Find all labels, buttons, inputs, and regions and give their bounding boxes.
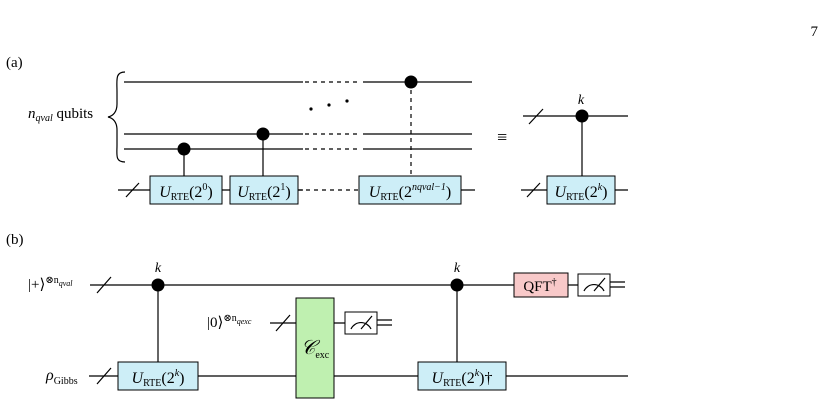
panel-b-label: (b) bbox=[6, 232, 24, 248]
page-number: 7 bbox=[811, 24, 819, 40]
input-plus-label: |+⟩⊗nqval bbox=[28, 275, 73, 293]
input-zero-label: |0⟩⊗nqexc bbox=[207, 313, 252, 331]
ellipsis-dot bbox=[327, 103, 331, 107]
system-slash bbox=[96, 367, 112, 385]
panel-b: (b) |+⟩⊗nqval |0⟩⊗nqexc ρGibbs k URTE(2k… bbox=[6, 232, 628, 399]
control-dot-1 bbox=[256, 127, 270, 141]
ellipsis-dot bbox=[309, 107, 313, 111]
control-label-1: k bbox=[155, 261, 162, 276]
measure-exc bbox=[344, 311, 392, 335]
gate-qft-dagger: QFT† bbox=[513, 272, 569, 298]
ellipsis-dot bbox=[345, 99, 349, 103]
equiv-symbol: ≡ bbox=[497, 127, 507, 147]
svg-text:QFT†: QFT† bbox=[523, 277, 556, 295]
control-dot-b1 bbox=[151, 278, 165, 292]
compact-control-label: k bbox=[578, 93, 585, 108]
svg-text:URTE(2nqval−1): URTE(2nqval−1) bbox=[369, 182, 451, 203]
ancilla-slash bbox=[96, 276, 112, 294]
panel-a: (a) nqval qubits URTE(20) bbox=[6, 55, 628, 205]
gate-urte-2-1: URTE(21) bbox=[229, 175, 299, 205]
compact-control-dot bbox=[575, 109, 589, 123]
control-dot-b2 bbox=[450, 278, 464, 292]
register-brace bbox=[107, 71, 126, 163]
gate-urte-2-0: URTE(20) bbox=[149, 175, 223, 205]
gate-urte-2-k-dagger: URTE(2k)† bbox=[417, 361, 507, 391]
gate-c-exc: 𝒞exc bbox=[295, 297, 335, 399]
svg-text:URTE(2k): URTE(2k) bbox=[555, 182, 608, 203]
control-dot-0 bbox=[177, 142, 191, 156]
measure-ancilla bbox=[577, 273, 625, 297]
svg-text:URTE(21): URTE(21) bbox=[237, 182, 291, 203]
control-label-2: k bbox=[454, 261, 461, 276]
gate-urte-2-k: URTE(2k) bbox=[117, 361, 199, 391]
panel-a-label: (a) bbox=[6, 55, 23, 71]
control-dot-n bbox=[404, 75, 418, 89]
compact-target-slash bbox=[526, 182, 541, 198]
register-label: nqval qubits bbox=[28, 106, 93, 124]
input-rho-label: ρGibbs bbox=[45, 367, 78, 387]
svg-text:URTE(2k): URTE(2k) bbox=[132, 368, 185, 389]
register-slash bbox=[125, 182, 140, 198]
compact-gate-urte-2-k: URTE(2k) bbox=[546, 175, 616, 205]
exc-slash bbox=[275, 314, 291, 332]
svg-text:URTE(2k)†: URTE(2k)† bbox=[432, 368, 493, 389]
compact-register-slash bbox=[528, 108, 544, 125]
svg-text:URTE(20): URTE(20) bbox=[159, 182, 213, 203]
gate-urte-2-nqval: URTE(2nqval−1) bbox=[358, 175, 462, 205]
